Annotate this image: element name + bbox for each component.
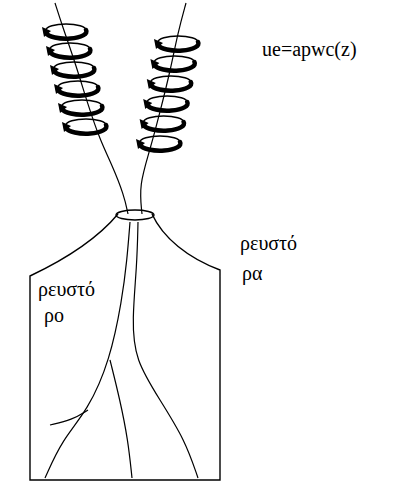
swirl-back [46,24,86,30]
swirl-front [54,68,94,77]
swirl-front [62,106,102,115]
swirl-front [140,142,180,151]
swirl-back [140,136,180,142]
swirl-front [144,122,184,131]
swirl-arrowhead [154,39,163,49]
velocity-formula: ue=apwc(z) [262,38,357,60]
swirl-back [147,96,187,102]
swirl-back [58,81,98,87]
neck-opening [116,210,154,220]
fluid-label: ρευστό [38,278,95,300]
swirl-arrowhead [46,46,55,56]
swirl-front [58,87,98,96]
swirl-front [158,42,198,51]
swirl-arrowhead [147,79,156,89]
swirl-front [66,125,106,134]
swirl-arrowhead [54,84,63,94]
swirl-back [50,43,90,49]
container-wall [30,214,220,480]
swirl-back [158,36,198,42]
density-label: ρα [242,262,262,284]
filament-line [110,360,132,478]
container-outline [28,208,222,482]
swirl-arrowhead [58,103,67,113]
swirl-arrowhead [143,99,152,109]
swirl-back [62,100,102,106]
swirl-front [50,49,90,58]
filament-line [50,410,88,425]
swirl-back [144,116,184,122]
swirl-back [154,56,194,62]
swirl-arrowhead [150,59,159,69]
filament-line [45,222,130,478]
swirl-arrowhead [42,27,51,37]
fluid-container: ρευστό ρο [28,208,222,482]
fluid-label: ρο [44,304,64,326]
swirl-arrowhead [140,119,149,129]
swirl-back [151,76,191,82]
filament-line [133,222,198,478]
filament-line [55,3,128,214]
swirl-back [66,119,106,125]
swirl-front [151,82,191,91]
swirl-arrowhead [136,139,145,149]
swirl-arrowhead [50,65,59,75]
swirl-front [147,102,187,111]
swirl-back [54,62,94,68]
swirl-front [154,62,194,71]
swirl-front [46,30,86,39]
swirl-arrowhead [62,122,71,132]
ambient-fluid-label: ρευστό [240,232,297,254]
